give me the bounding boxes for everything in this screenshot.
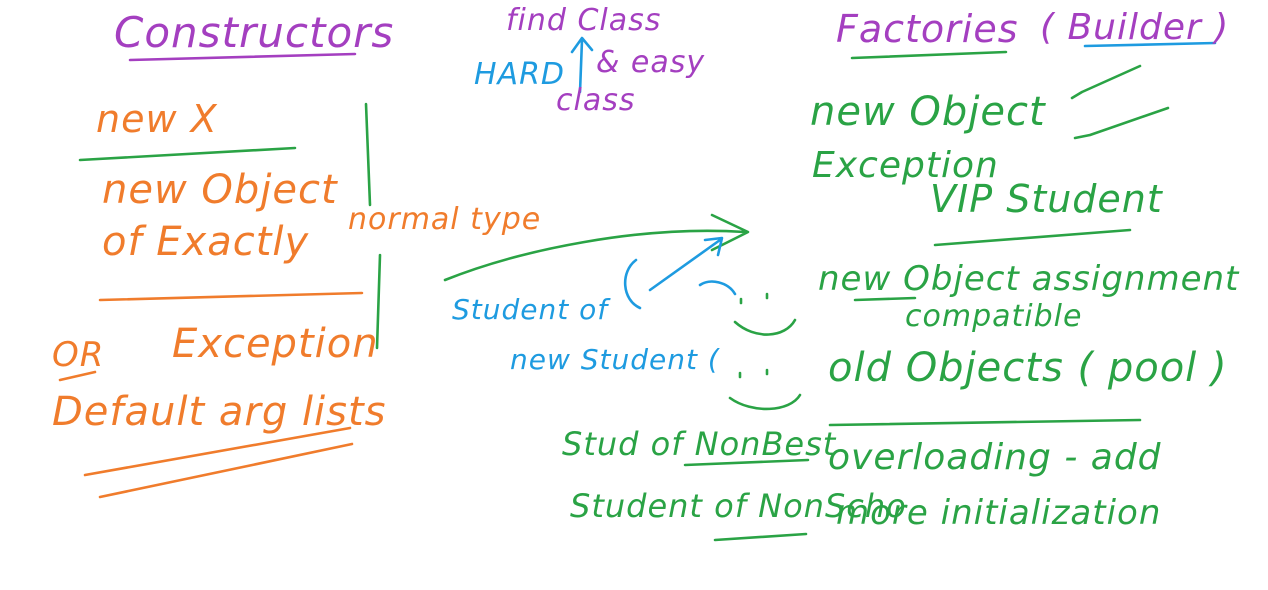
or-underline: [58, 370, 97, 382]
normal-type-arrow: [443, 213, 750, 282]
smiley-mouth-2: [728, 393, 802, 411]
default-args-underline-1: [83, 426, 352, 477]
constructors-vertical-divider-1: [364, 102, 372, 207]
check-mark-2: [1073, 106, 1170, 140]
factories-underline: [850, 50, 1008, 60]
of-exactly-text: of Exactly: [102, 219, 310, 265]
factories-heading: Factories: [836, 7, 1019, 51]
stud-of-nonbest-text: Stud of NonBest: [562, 425, 837, 463]
builder-text: ( Builder ): [1040, 7, 1230, 48]
vip-underline: [933, 228, 1132, 247]
easy-text: & easy: [596, 45, 706, 80]
new-x-underline: [78, 146, 297, 162]
more-init-text: more initialization: [836, 493, 1162, 533]
factory-exception-text: Exception: [812, 145, 999, 186]
new-object-underline: [853, 296, 917, 302]
student-of-text: Student of: [452, 293, 609, 326]
default-args-text: Default arg lists: [52, 389, 387, 435]
new-object-text: new Object: [102, 167, 338, 213]
find-class-text: find Class: [506, 3, 662, 38]
find-class-arrow: [570, 36, 594, 94]
new-student-text: new Student (: [510, 343, 720, 376]
compatible-text: compatible: [905, 299, 1083, 334]
new-object-assignment-text: new Object assignment: [818, 259, 1240, 299]
hard-text: HARD: [474, 57, 566, 92]
constructors-heading: Constructors: [114, 8, 395, 57]
student-curve: [698, 280, 737, 296]
student-arrow: [648, 236, 724, 292]
normal-type-text: normal type: [348, 202, 542, 237]
old-objects-text: old Objects ( pool ): [828, 345, 1228, 391]
check-mark-1: [1070, 64, 1142, 100]
class-text: class: [556, 83, 636, 118]
constructors-vertical-divider-2: [375, 253, 382, 350]
builder-underline: [1083, 41, 1217, 48]
exception-text: Exception: [172, 321, 379, 367]
nonbest-underline: [683, 458, 810, 467]
default-args-underline-2: [98, 442, 354, 499]
factory-new-object-text: new Object: [810, 89, 1046, 135]
overloading-text: overloading - add: [828, 437, 1162, 478]
constructors-divider: [98, 291, 364, 302]
smiley-mouth-1: [733, 318, 797, 336]
vip-student-text: VIP Student: [930, 177, 1163, 221]
student-of-nonscho-text: Student of NonScho: [570, 487, 907, 525]
nonscho-underline: [713, 532, 808, 542]
new-x-text: new X: [96, 97, 218, 141]
old-objects-divider: [828, 418, 1142, 427]
student-bracket: [623, 258, 642, 310]
or-text: OR: [52, 335, 105, 375]
constructors-underline: [128, 52, 357, 62]
